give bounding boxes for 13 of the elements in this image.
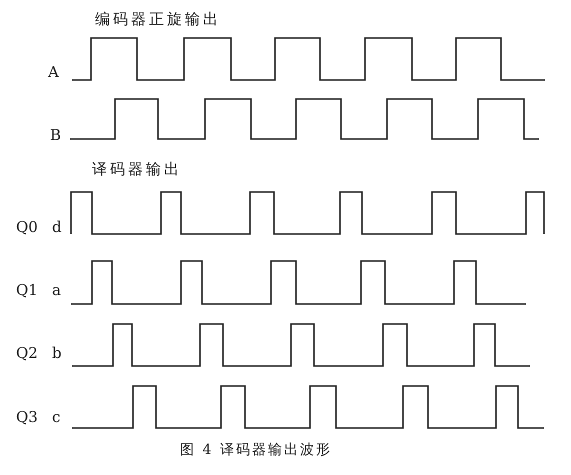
signal-name: B <box>50 128 62 143</box>
signal-name: c <box>52 410 60 425</box>
signal-name: Q0 <box>16 220 38 235</box>
heading: 编码器正旋输出 <box>95 12 221 27</box>
signal-name: a <box>52 283 61 298</box>
signal-name: Q2 <box>16 346 38 361</box>
signal-name: b <box>52 346 62 361</box>
heading: 译码器输出 <box>92 162 182 177</box>
signal-name: d <box>52 220 62 235</box>
signal-name: Q3 <box>16 410 38 425</box>
figure-caption: 图 4 译码器输出波形 <box>180 443 332 457</box>
signal-name: Q1 <box>16 283 38 298</box>
signal-name: A <box>48 65 59 80</box>
